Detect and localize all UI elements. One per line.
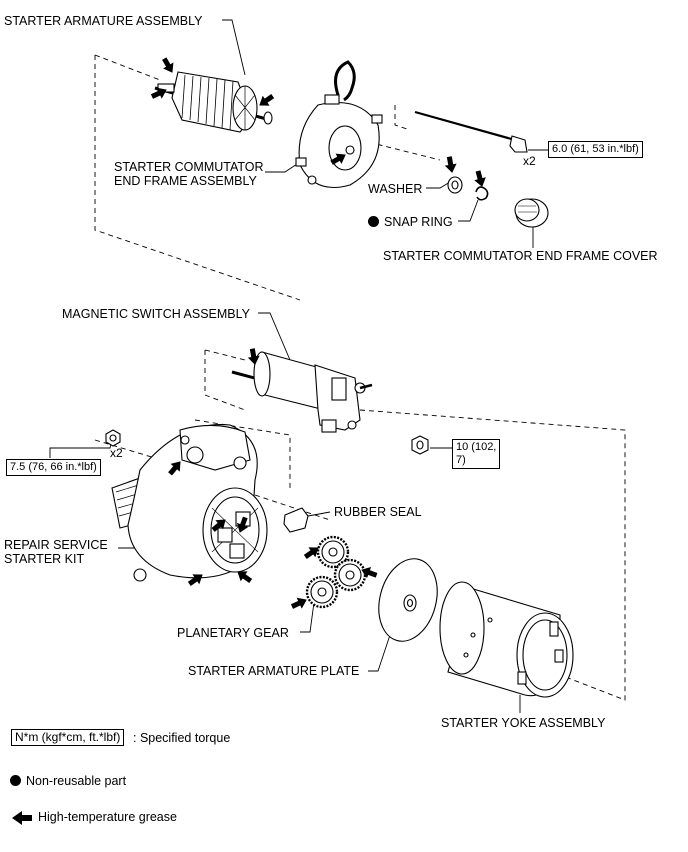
non-reusable-legend-dot-icon <box>10 775 21 786</box>
torque-through-bolt: 6.0 (61, 53 in.*lbf) <box>548 141 643 158</box>
magnetic-switch-drawing <box>231 351 373 433</box>
torque-switch-nut: 10 (102,7) <box>452 439 501 469</box>
label-commutator-end-frame-line2: END FRAME ASSEMBLY <box>114 174 257 188</box>
label-snap-ring-text: SNAP RING <box>384 215 453 229</box>
label-commutator-end-frame-line1: STARTER COMMUTATOR <box>114 160 264 174</box>
torque-switch-nut-line1: 10 (102, <box>456 441 497 453</box>
starter-armature-assembly-drawing <box>154 71 273 133</box>
switch-nut-drawing <box>411 435 429 455</box>
torque-switch-nut-line2: 7) <box>456 454 466 466</box>
grease-arrows <box>150 57 486 609</box>
label-rubber-seal: RUBBER SEAL <box>334 505 422 519</box>
torque-kit-nut: 7.5 (76, 66 in.*lbf) <box>6 459 101 476</box>
label-starter-armature-assembly: STARTER ARMATURE ASSEMBLY <box>4 14 203 28</box>
label-repair-kit-line2: STARTER KIT <box>4 552 85 566</box>
starter-kit-drawing <box>111 423 268 582</box>
legend-torque-desc: : Specified torque <box>133 731 231 745</box>
label-planetary-gear: PLANETARY GEAR <box>177 626 289 640</box>
qty-through-bolt: x2 <box>523 154 536 168</box>
armature-plate-drawing <box>378 558 438 642</box>
leader-lines <box>49 19 548 713</box>
label-end-frame-cover: STARTER COMMUTATOR END FRAME COVER <box>383 249 658 263</box>
label-starter-armature-plate: STARTER ARMATURE PLATE <box>188 664 360 678</box>
commutator-end-frame-drawing <box>295 60 383 189</box>
rubber-seal-drawing <box>283 507 309 533</box>
legend-grease: High-temperature grease <box>38 810 177 824</box>
legend-torque-unit: N*m (kgf*cm, ft.*lbf) <box>11 729 125 746</box>
end-frame-cover-drawing <box>514 198 549 228</box>
kit-nut-drawing <box>105 429 121 447</box>
label-washer: WASHER <box>368 182 423 196</box>
snap-ring-drawing <box>475 186 489 201</box>
qty-kit-nut: x2 <box>110 446 123 460</box>
non-reusable-dot-icon <box>368 216 379 227</box>
grease-legend-arrow-icon <box>12 811 32 825</box>
yoke-assembly-drawing <box>439 581 574 698</box>
legend-non-reusable-text: Non-reusable part <box>26 774 127 788</box>
label-magnetic-switch-assembly: MAGNETIC SWITCH ASSEMBLY <box>62 307 250 321</box>
label-snap-ring: SNAP RING <box>368 215 453 229</box>
through-bolt-drawing <box>414 110 528 153</box>
label-starter-yoke-assembly: STARTER YOKE ASSEMBLY <box>441 716 606 730</box>
washer-drawing <box>447 176 463 194</box>
label-repair-kit-line1: REPAIR SERVICE <box>4 538 108 552</box>
legend-non-reusable: Non-reusable part <box>10 774 126 788</box>
